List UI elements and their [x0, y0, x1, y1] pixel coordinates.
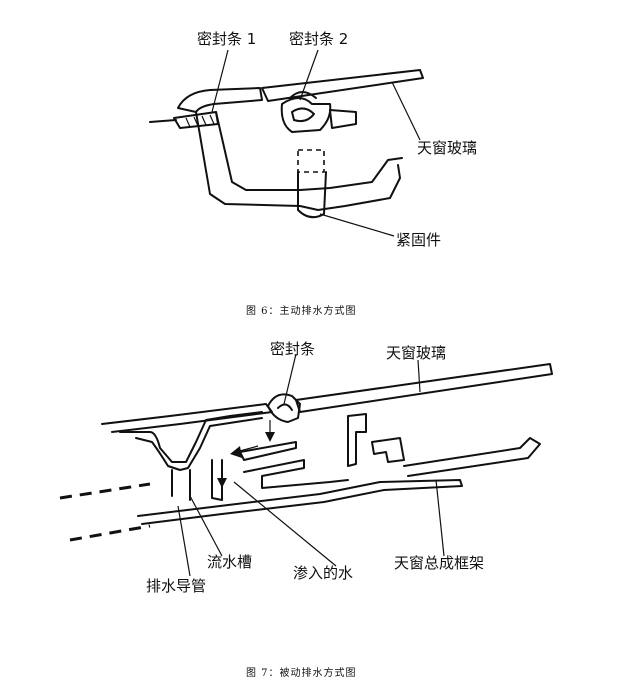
drain-pipe-lower: [69, 524, 151, 542]
figure6-caption: 图 6：主动排水方式图: [246, 306, 357, 317]
label-seal-2: 密封条 2: [289, 30, 349, 48]
leader-water: [233, 481, 337, 567]
label-sunroof-frame: 天窗总成框架: [394, 554, 485, 572]
passive-drainage-drawing: [59, 353, 553, 577]
frame-upper-lip: [177, 87, 263, 113]
figure-active-drainage: 密封条 1 密封条 2 天窗玻璃 紧固件 图 6：主动排水方式图: [0, 0, 636, 320]
flow-trough: [119, 411, 263, 463]
leader-frame: [435, 479, 445, 557]
drain-channel: [195, 111, 401, 211]
label-sunroof-glass: 天窗玻璃: [386, 344, 447, 362]
side-bracket: [329, 109, 357, 129]
sunroof-glass-shape: [295, 363, 553, 413]
roof-panel: [101, 403, 273, 433]
leader-glass: [391, 81, 421, 141]
seal-shape: [267, 393, 301, 423]
active-drainage-drawing: [149, 49, 424, 237]
fastener-shape: [297, 171, 327, 219]
leader-fastener: [319, 213, 395, 237]
leader-glass: [417, 359, 421, 393]
inner-bracket: [239, 441, 297, 461]
leader-drain: [177, 505, 191, 577]
label-seal: 密封条: [270, 340, 316, 358]
leader-seal2: [299, 49, 319, 101]
label-drain-pipe: 排水导管: [146, 577, 207, 595]
fastener-hidden-outline: [297, 149, 325, 173]
seal-2-shape: [280, 91, 332, 133]
figure-passive-drainage: 密封条 天窗玻璃 流水槽 渗入的水 天窗总成框架 排水导管 图 7：被动排水方式…: [0, 320, 636, 687]
leader-trough: [189, 495, 223, 557]
label-seal-1: 密封条 1: [197, 30, 257, 48]
label-seeping-water: 渗入的水: [293, 564, 354, 582]
frame-right: [403, 437, 541, 477]
seal-1-shape: [149, 111, 219, 129]
base-rail: [137, 479, 463, 525]
drain-column: [171, 469, 191, 501]
sunroof-glass-shape: [261, 69, 424, 102]
label-sunroof-glass: 天窗玻璃: [417, 139, 478, 157]
figure7-caption: 图 7：被动排水方式图: [246, 668, 357, 679]
leader-seal1: [211, 49, 229, 113]
leader-seal: [283, 353, 297, 405]
label-fastener: 紧固件: [396, 231, 442, 249]
label-flow-trough: 流水槽: [207, 553, 253, 571]
drain-pipe-upper: [59, 482, 151, 500]
water-flow-arrows: [217, 420, 275, 488]
